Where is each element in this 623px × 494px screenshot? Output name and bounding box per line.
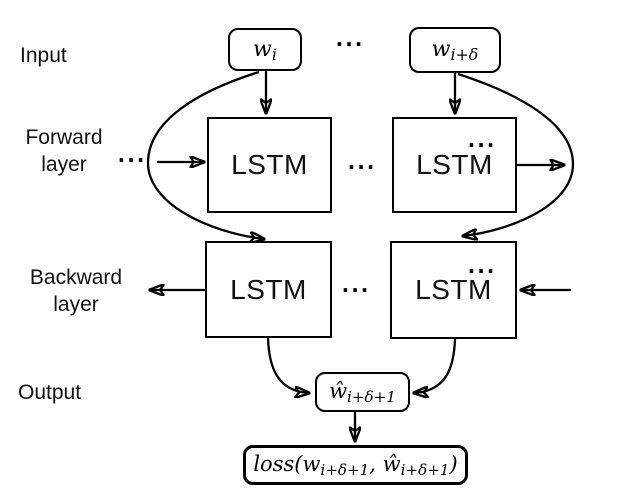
label-backward-layer: Backward layer [16,264,136,318]
ellipsis-input-row: ··· [335,32,365,56]
input-right-text: wi+δ [431,37,479,65]
output-node: ŵi+δ+1 [315,372,410,412]
backward-lstm-right-label: LSTM [415,274,492,305]
ellipsis-backward-middle: ··· [341,278,371,302]
input-node-left: wi [228,28,302,71]
backward-lstm-right-box: LSTM ··· [390,241,517,339]
forward-lstm-right-box: LSTM ··· [392,117,517,213]
label-backward-line2: layer [53,293,99,316]
ellipsis-forward-middle: ··· [347,155,377,179]
loss-node: loss(wi+δ+1, ŵi+δ+1) [243,445,468,485]
input-node-right: wi+δ [409,27,501,73]
label-forward-line1: Forward [25,126,103,149]
forward-lstm-right-label: LSTM [416,149,493,180]
label-forward-layer: Forward layer [8,124,120,178]
backward-lstm-left-box: LSTM [205,241,332,338]
forward-lstm-left-box: LSTM [207,117,332,213]
ellipsis-backward-inner: ··· [467,259,497,283]
output-text: ŵi+δ+1 [329,379,396,406]
ellipsis-forward-inner: ··· [467,133,497,157]
curve-backward-left-to-output [266,337,309,393]
label-backward-line1: Backward [29,266,123,289]
curve-backward-right-to-output [414,338,457,393]
ellipsis-forward-left: ··· [117,148,147,172]
backward-lstm-left-label: LSTM [230,273,307,305]
loss-text: loss(wi+δ+1, ŵi+δ+1) [253,452,458,479]
input-left-text: wi [253,36,277,64]
label-output: Output [18,381,82,404]
label-input: Input [20,44,67,67]
label-forward-line2: layer [41,153,87,176]
curve-input-left-to-backward [146,70,264,239]
curve-input-right-to-backward [457,72,575,236]
forward-lstm-left-label: LSTM [231,149,308,180]
